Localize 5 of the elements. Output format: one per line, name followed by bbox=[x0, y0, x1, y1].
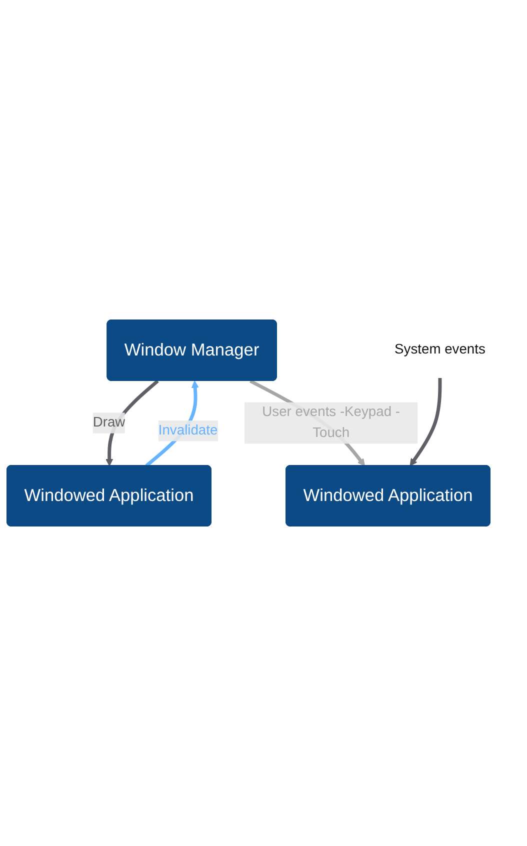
edge-label: User events -Keypad -Touch bbox=[262, 404, 400, 440]
node-text: System events bbox=[394, 342, 486, 358]
edge-label: Invalidate bbox=[158, 423, 218, 438]
edge-label: Draw bbox=[92, 415, 126, 430]
arrow bbox=[410, 378, 442, 466]
